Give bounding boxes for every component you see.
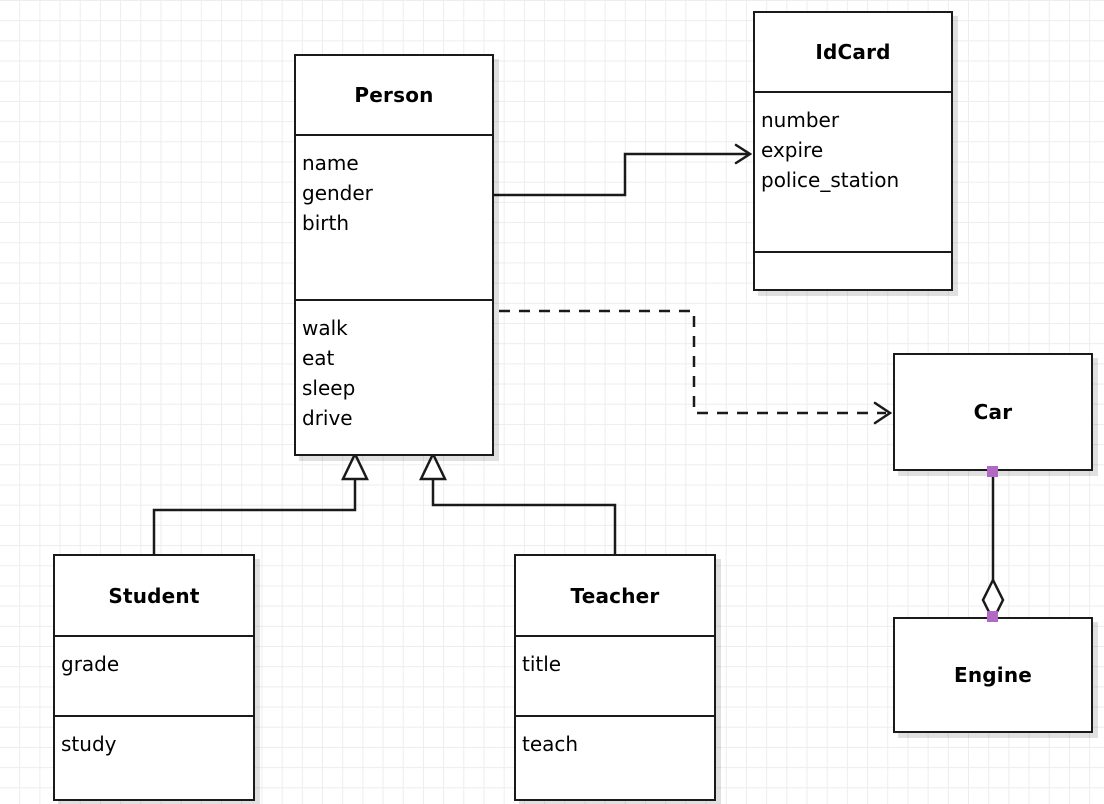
- attribute-item: name: [302, 151, 359, 175]
- method-item: study: [61, 732, 117, 756]
- method-item: walk: [302, 316, 348, 340]
- attribute-item: grade: [61, 652, 120, 676]
- edge-person-car[interactable]: [499, 309, 893, 425]
- class-name-student: Student: [108, 583, 200, 608]
- attribute-item: police_station: [761, 168, 900, 192]
- attribute-item: expire: [761, 138, 824, 162]
- attribute-item: title: [522, 652, 562, 676]
- attributes-compartment-person: name gender birth: [296, 134, 492, 299]
- connection-handle-engine-top[interactable]: [987, 611, 998, 622]
- attributes-compartment-teacher: title: [516, 635, 714, 715]
- attribute-item: gender: [302, 181, 373, 205]
- class-box-teacher[interactable]: Teacher title teach: [514, 554, 716, 801]
- class-box-student[interactable]: Student grade study: [53, 554, 255, 801]
- methods-compartment-student: study: [55, 715, 253, 803]
- edge-person-idcard[interactable]: [494, 143, 753, 197]
- open-arrow-icon: [873, 401, 893, 425]
- edge-person-car-line: [499, 309, 886, 415]
- edge-student-person[interactable]: [152, 451, 369, 554]
- open-arrow-icon: [734, 143, 753, 165]
- methods-compartment-person: walk eat sleep drive: [296, 299, 492, 458]
- class-box-person[interactable]: Person name gender birth walk eat sleep …: [294, 54, 494, 456]
- edge-student-person-line: [152, 478, 357, 554]
- class-box-idcard[interactable]: IdCard number expire police_station: [753, 11, 953, 291]
- connection-handle-car-bottom[interactable]: [987, 466, 998, 477]
- method-item: teach: [522, 732, 579, 756]
- attribute-item: birth: [302, 211, 349, 235]
- class-name-person: Person: [354, 83, 434, 107]
- methods-compartment-idcard: [755, 251, 951, 293]
- class-name-idcard: IdCard: [815, 40, 891, 64]
- method-item: sleep: [302, 376, 356, 400]
- edge-teacher-person[interactable]: [419, 451, 617, 554]
- method-item: eat: [302, 346, 335, 370]
- edge-car-engine[interactable]: [981, 471, 1005, 623]
- class-name-teacher: Teacher: [570, 583, 660, 608]
- attribute-item: number: [761, 108, 840, 132]
- class-name-engine: Engine: [953, 663, 1033, 687]
- attributes-compartment-idcard: number expire police_station: [755, 91, 951, 251]
- class-box-car[interactable]: Car: [893, 353, 1093, 471]
- attributes-compartment-student: grade: [55, 635, 253, 715]
- methods-compartment-teacher: teach: [516, 715, 714, 803]
- edge-person-idcard-line: [494, 152, 748, 197]
- method-item: drive: [302, 406, 353, 430]
- class-name-car: Car: [973, 400, 1013, 424]
- edge-teacher-person-line: [431, 478, 617, 554]
- class-box-engine[interactable]: Engine: [893, 617, 1093, 733]
